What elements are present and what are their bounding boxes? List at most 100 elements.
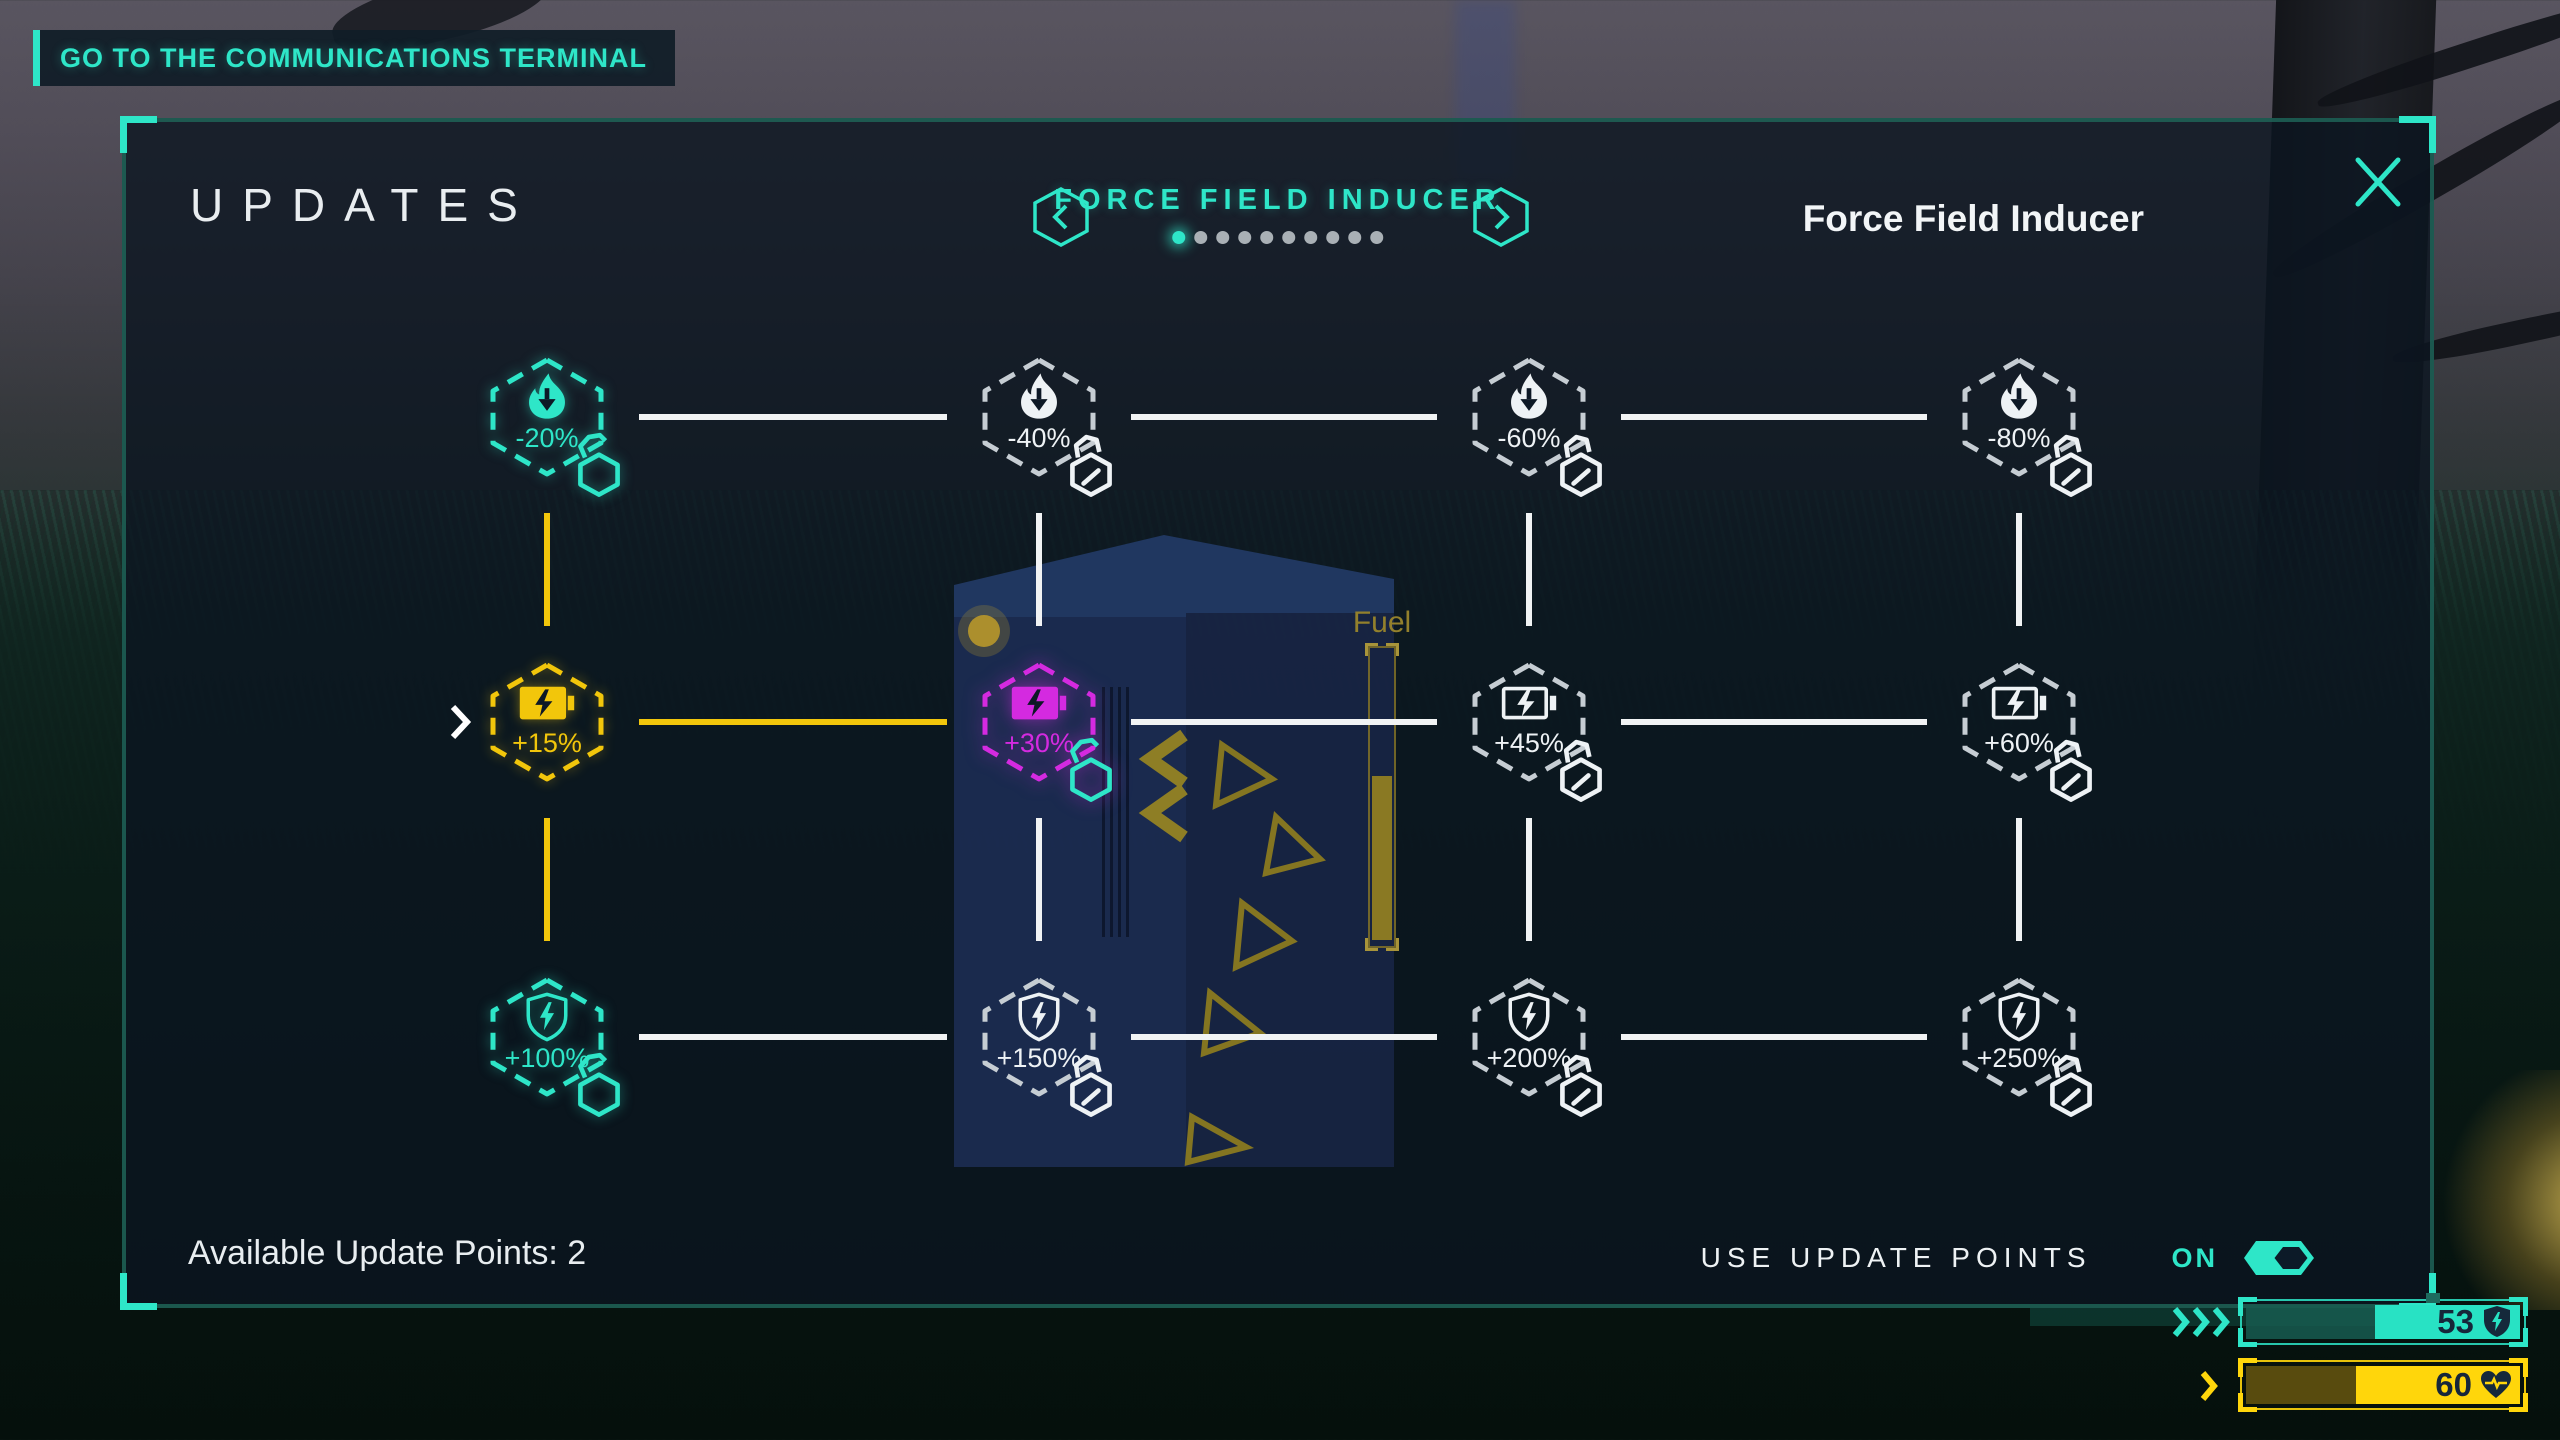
shield-bolt-icon [2484,1306,2510,1337]
upgrade-node-shield-1[interactable]: +100% [457,947,637,1127]
node-hexagon [490,357,604,477]
upgrade-node-fuel-1[interactable]: -20% [457,327,637,507]
carousel-dots [1054,231,1502,244]
upgrade-node-label: +15% [512,728,582,758]
locked-badge-icon [2050,434,2092,497]
locked-badge-icon [1560,434,1602,497]
chevron-right-icon [1494,204,1510,230]
health-bar-depleted [2246,1366,2356,1404]
battery-bolt-icon [519,686,575,720]
close-icon [2355,157,2401,207]
connection-line [544,513,550,626]
connection-line [1621,719,1927,725]
connection-line [1526,513,1532,626]
health-chevrons [2200,1370,2219,1402]
shield-bar: 53 [2238,1297,2528,1347]
panel-corner-bracket [2399,116,2436,153]
carousel-dot [1370,231,1384,244]
upgrade-node-shield-2[interactable]: +150% [949,947,1129,1127]
upgrade-node-shield-4[interactable]: +250% [1929,947,2109,1127]
shield-bar-current: 53 [2374,1303,2520,1340]
carousel-dot [1216,231,1230,244]
available-points-label: Available Update Points: 2 [188,1234,587,1272]
upgrade-node-shield-3[interactable]: +200% [1439,947,1619,1127]
upgrade-node-power-1[interactable]: +15% [457,632,637,812]
upgrade-node-power-2[interactable]: +30% [949,632,1129,812]
locked-badge-icon [1070,1054,1112,1117]
connection-line [1036,818,1042,941]
flame-down-icon [529,373,565,419]
upgrade-node-power-4[interactable]: +60% [1929,632,2109,812]
connection-line [2016,513,2022,626]
locked-badge-icon [1560,1054,1602,1117]
connection-line [1131,1034,1437,1040]
chevron-right-icon [2212,1307,2230,1337]
locked-badge-icon [1560,739,1602,802]
use-points-control: USE UPDATE POINTS ON [1701,1238,2318,1278]
panel-corner-bracket [120,116,157,153]
carousel-dot [1172,231,1186,244]
carousel-prev-button[interactable] [1032,186,1090,248]
connection-line [1621,414,1927,420]
use-points-toggle[interactable] [2242,1238,2318,1278]
carousel-header: FORCE FIELD INDUCER [1054,184,1502,244]
upgrade-node-label: -40% [1007,423,1071,453]
page-title: UPDATES [190,179,537,231]
carousel-item-label: FORCE FIELD INDUCER [1054,184,1502,216]
upgrade-node-label: -60% [1497,423,1561,453]
upgrade-node-fuel-2[interactable]: -40% [949,327,1129,507]
shield-bar-depleted [2246,1305,2375,1339]
battery-bolt-icon [1501,686,1557,720]
unlocked-badge-icon [578,1052,620,1117]
shield-bolt-icon [1508,992,1550,1042]
health-bar: 60 [2238,1358,2528,1412]
connection-line [2016,818,2022,941]
shield-chevrons [2172,1306,2231,1338]
upgrade-node-fuel-4[interactable]: -80% [1929,327,2109,507]
health-value: 60 [2435,1366,2472,1403]
chevron-left-icon [1052,204,1068,230]
connection-line [639,1034,947,1040]
carousel-dot [1238,231,1252,244]
flame-down-icon [1511,373,1547,419]
carousel-next-button[interactable] [1472,186,1530,248]
connection-line [544,818,550,941]
locked-badge-icon [2050,739,2092,802]
carousel-dot [1194,231,1208,244]
upgrade-grid: -20% -40% -60% -80% +15% +30% +45% +60% +100% +15… [126,122,2430,1304]
upgrade-node-label: -80% [1987,423,2051,453]
chevron-right-icon [2200,1371,2218,1401]
connection-line [1131,414,1437,420]
panel-corner-bracket [120,1273,157,1310]
connection-line [1621,1034,1927,1040]
connection-line [1036,513,1042,626]
upgrade-node-fuel-3[interactable]: -60% [1439,327,1619,507]
carousel-dot [1282,231,1296,244]
lamp-glow [2430,1070,2560,1310]
close-button[interactable] [2350,154,2406,210]
unlocked-badge-icon [1070,737,1112,802]
node-hexagon [982,357,1096,477]
locked-badge-icon [2050,1054,2092,1117]
connection-line [639,719,947,725]
battery-bolt-icon [1011,686,1067,720]
objective-banner-label: GO TO THE COMMUNICATIONS TERMINAL [60,42,647,73]
carousel-dot [1260,231,1274,244]
flame-down-icon [1021,373,1057,419]
health-bar-current: 60 [2355,1366,2520,1404]
shield-bolt-icon [1998,992,2040,1042]
carousel-dot [1304,231,1318,244]
chevron-right-icon [2172,1307,2190,1337]
upgrade-node-label: -20% [515,423,579,453]
connection-line [1526,818,1532,941]
shield-bar-tab [2426,1293,2440,1303]
chevron-right-icon [2192,1307,2210,1337]
battery-bolt-icon [1991,686,2047,720]
shield-value: 53 [2437,1303,2474,1340]
shield-bolt-icon [526,992,568,1042]
flame-down-icon [2001,373,2037,419]
heart-pulse-icon [2481,1371,2511,1398]
node-hexagon [1962,357,2076,477]
upgrade-node-power-3[interactable]: +45% [1439,632,1619,812]
unlocked-badge-icon [578,432,620,497]
